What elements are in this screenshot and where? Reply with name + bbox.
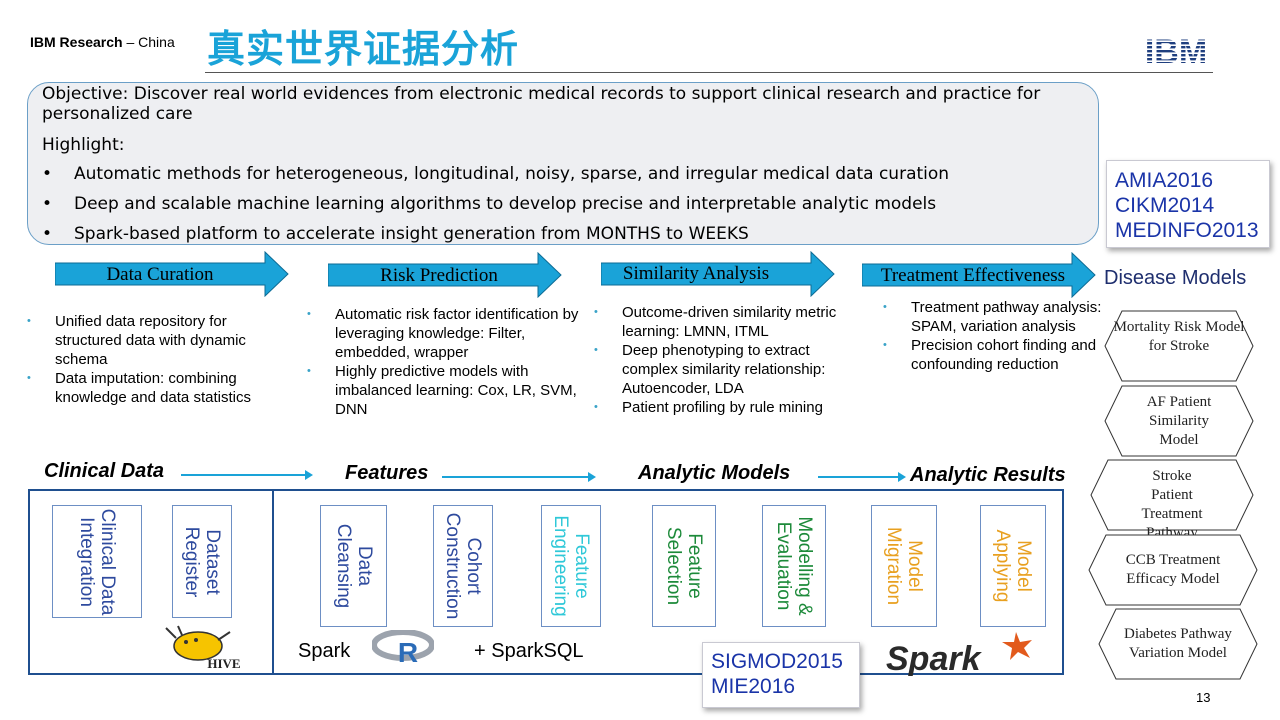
pipeline-box: Dataset Register (172, 505, 232, 618)
flow-label-analytic-results: Analytic Results (910, 464, 1066, 486)
pipeline-box-label: Cohort Construction (442, 512, 484, 620)
publications-box: AMIA2016 CIKM2014 MEDINFO2013 (1106, 160, 1270, 248)
disease-model-label: Mortality Risk Model for Stroke (1113, 319, 1245, 354)
highlight-bullet: •Deep and scalable machine learning algo… (42, 194, 937, 214)
list-item: •Precision cohort finding and confoundin… (883, 337, 1097, 373)
pipeline-box: Modelling & Evaluation (762, 505, 826, 627)
pipeline-box: Model Applying (980, 505, 1046, 627)
hive-logo: HIVE (162, 624, 252, 672)
stage-label: Risk Prediction (380, 265, 498, 286)
publication-item: SIGMOD2015 (711, 650, 843, 673)
list-item: •Patient profiling by rule mining (594, 399, 823, 416)
objective-text: Objective: Discover real world evidences… (42, 84, 1041, 124)
list-item: •Data imputation: combining knowledge an… (27, 370, 251, 406)
disease-model-label: AF Patient Similarity Model (1146, 394, 1212, 448)
pipeline-box-label: Model Applying (992, 529, 1034, 603)
flow-label-features: Features (345, 462, 429, 484)
brand-label: IBM Research – China (30, 34, 175, 50)
flow-label-clinical-data: Clinical Data (44, 460, 165, 482)
disease-model-label: Stroke Patient Treatment Pathway (1141, 468, 1203, 541)
disease-model-hexagon: Diabetes Pathway Variation Model (1098, 608, 1258, 680)
list-item: •Automatic risk factor identification by… (307, 306, 579, 361)
flow-arrow (442, 472, 596, 482)
list-item: •Highly predictive models with imbalance… (307, 363, 577, 418)
list-item: •Treatment pathway analysis: SPAM, varia… (883, 299, 1102, 335)
pipeline-box: Model Migration (871, 505, 937, 627)
stage-arrow-treatment-effectiveness: Treatment Effectiveness (862, 252, 1096, 298)
list-item: •Outcome-driven similarity metric learni… (594, 304, 837, 340)
flow-arrow (181, 470, 313, 480)
stage-arrow-similarity-analysis: Similarity Analysis (601, 251, 835, 297)
stage-arrow-risk-prediction: Risk Prediction (328, 252, 562, 298)
pipeline-box: Cohort Construction (433, 505, 493, 627)
page-number: 13 (1196, 690, 1211, 705)
highlight-bullet: •Spark-based platform to accelerate insi… (42, 224, 749, 244)
svg-text:Spark: Spark (886, 640, 983, 676)
pipeline-box-label: Model Migration (883, 526, 925, 606)
pipeline-box-label: Clinical Data Integration (76, 508, 118, 615)
disease-models-title: Disease Models (1104, 267, 1247, 289)
disease-model-hexagon: Stroke Patient Treatment Pathway (1090, 459, 1254, 541)
stage-label: Similarity Analysis (622, 263, 770, 284)
stage-arrow-data-curation: Data Curation (55, 251, 289, 297)
flow-label-analytic-models: Analytic Models (638, 462, 791, 484)
list-item: •Unified data repository for structured … (27, 313, 246, 368)
pipeline-box-label: Modelling & Evaluation (773, 516, 815, 616)
page-title: 真实世界证据分析 (207, 27, 520, 71)
stage-label: Treatment Effectiveness (880, 265, 1066, 286)
publication-item: MIE2016 (711, 675, 796, 698)
pipeline-box: Clinical Data Integration (52, 505, 142, 618)
pipeline-box-label: Dataset Register (181, 526, 223, 597)
svg-text:IBM: IBM (1145, 34, 1207, 66)
pipeline-box: Feature Engineering (541, 505, 601, 627)
svg-text:R: R (398, 637, 418, 664)
highlight-bullet: •Automatic methods for heterogeneous, lo… (42, 164, 950, 184)
disease-model-label: Diabetes Pathway Variation Model (1124, 626, 1232, 661)
publication-item: AMIA2016 (1115, 169, 1214, 192)
header-divider (205, 72, 1213, 73)
sparksql-label: + SparkSQL (474, 640, 584, 662)
stage-bullets-treatment-effectiveness: •Treatment pathway analysis: SPAM, varia… (883, 298, 1103, 374)
pipeline-box: Data Cleansing (320, 505, 387, 627)
disease-model-hexagon: CCB Treatment Efficacy Model (1088, 534, 1258, 606)
pipeline-box-label: Data Cleansing (332, 523, 375, 609)
publication-item: CIKM2014 (1115, 194, 1215, 217)
spark-logo: Spark (884, 630, 1040, 678)
objective-panel (27, 82, 1099, 245)
analytics-frame (272, 489, 1064, 675)
disease-model-hexagon: Mortality Risk Model for Stroke (1104, 310, 1254, 382)
publication-item: MEDINFO2013 (1115, 219, 1259, 242)
r-logo: R (371, 629, 435, 668)
flow-arrow (818, 472, 906, 482)
list-item: •Deep phenotyping to extract complex sim… (594, 342, 826, 397)
stage-bullets-similarity-analysis: •Outcome-driven similarity metric learni… (594, 303, 862, 417)
pipeline-box-label: Feature Engineering (550, 515, 592, 617)
spark-label: Spark (298, 640, 351, 662)
stage-bullets-data-curation: •Unified data repository for structured … (27, 312, 285, 407)
stage-bullets-risk-prediction: •Automatic risk factor identification by… (307, 305, 597, 419)
disease-model-label: CCB Treatment Efficacy Model (1125, 552, 1221, 587)
pipeline-box: Feature Selection (652, 505, 716, 627)
disease-model-hexagon: AF Patient Similarity Model (1104, 385, 1254, 457)
svg-text:HIVE: HIVE (207, 656, 240, 671)
publications-box: SIGMOD2015 MIE2016 (702, 642, 860, 708)
stage-label: Data Curation (106, 264, 214, 285)
ibm-logo: IBM (1138, 33, 1214, 71)
highlight-label: Highlight: (42, 135, 125, 155)
pipeline-box-label: Feature Selection (663, 526, 705, 606)
